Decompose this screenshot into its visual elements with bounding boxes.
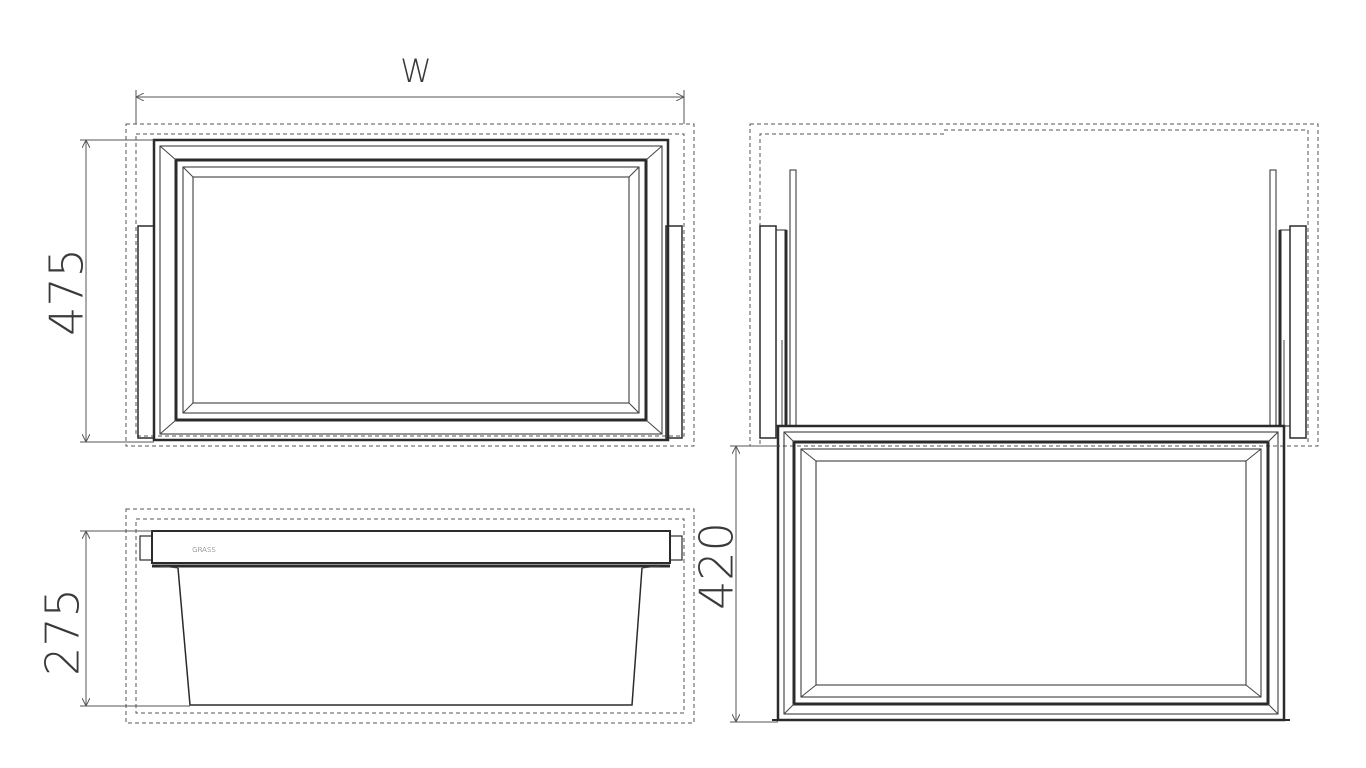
ext-right-runner bbox=[1289, 225, 1307, 439]
ext-drawer-frame-outer bbox=[776, 424, 1286, 722]
ext-drawer-bottom bbox=[815, 460, 1247, 686]
ext-cabinet-outline-outer bbox=[749, 123, 1319, 447]
cabinet-outline-outer bbox=[125, 123, 695, 447]
brand-logo: GRASS bbox=[192, 546, 216, 554]
front-cabinet-outline-outer bbox=[125, 508, 695, 724]
drawer-rim-inner bbox=[182, 166, 640, 414]
front-view: GRASS 275 bbox=[36, 508, 695, 724]
drawer-frame-outer bbox=[152, 138, 670, 442]
drawer-frame-inner bbox=[159, 145, 663, 435]
front-cabinet-outline-inner bbox=[135, 518, 685, 714]
extension-label: 420 bbox=[690, 522, 744, 610]
left-runner bbox=[137, 225, 155, 439]
depth-label: 475 bbox=[40, 248, 94, 336]
drawer-rim bbox=[174, 158, 648, 422]
ext-drawer-rim bbox=[792, 440, 1270, 706]
width-label: W bbox=[400, 52, 432, 90]
cabinet-outline-inner bbox=[135, 133, 685, 437]
top-view: W 475 bbox=[40, 52, 695, 447]
right-runner bbox=[665, 225, 683, 439]
ext-left-runner bbox=[759, 225, 777, 439]
height-label: 275 bbox=[36, 588, 90, 676]
front-basket bbox=[177, 567, 643, 706]
drawer-bottom bbox=[192, 176, 630, 404]
front-frame bbox=[151, 530, 671, 564]
extended-view: 420 bbox=[690, 123, 1319, 723]
